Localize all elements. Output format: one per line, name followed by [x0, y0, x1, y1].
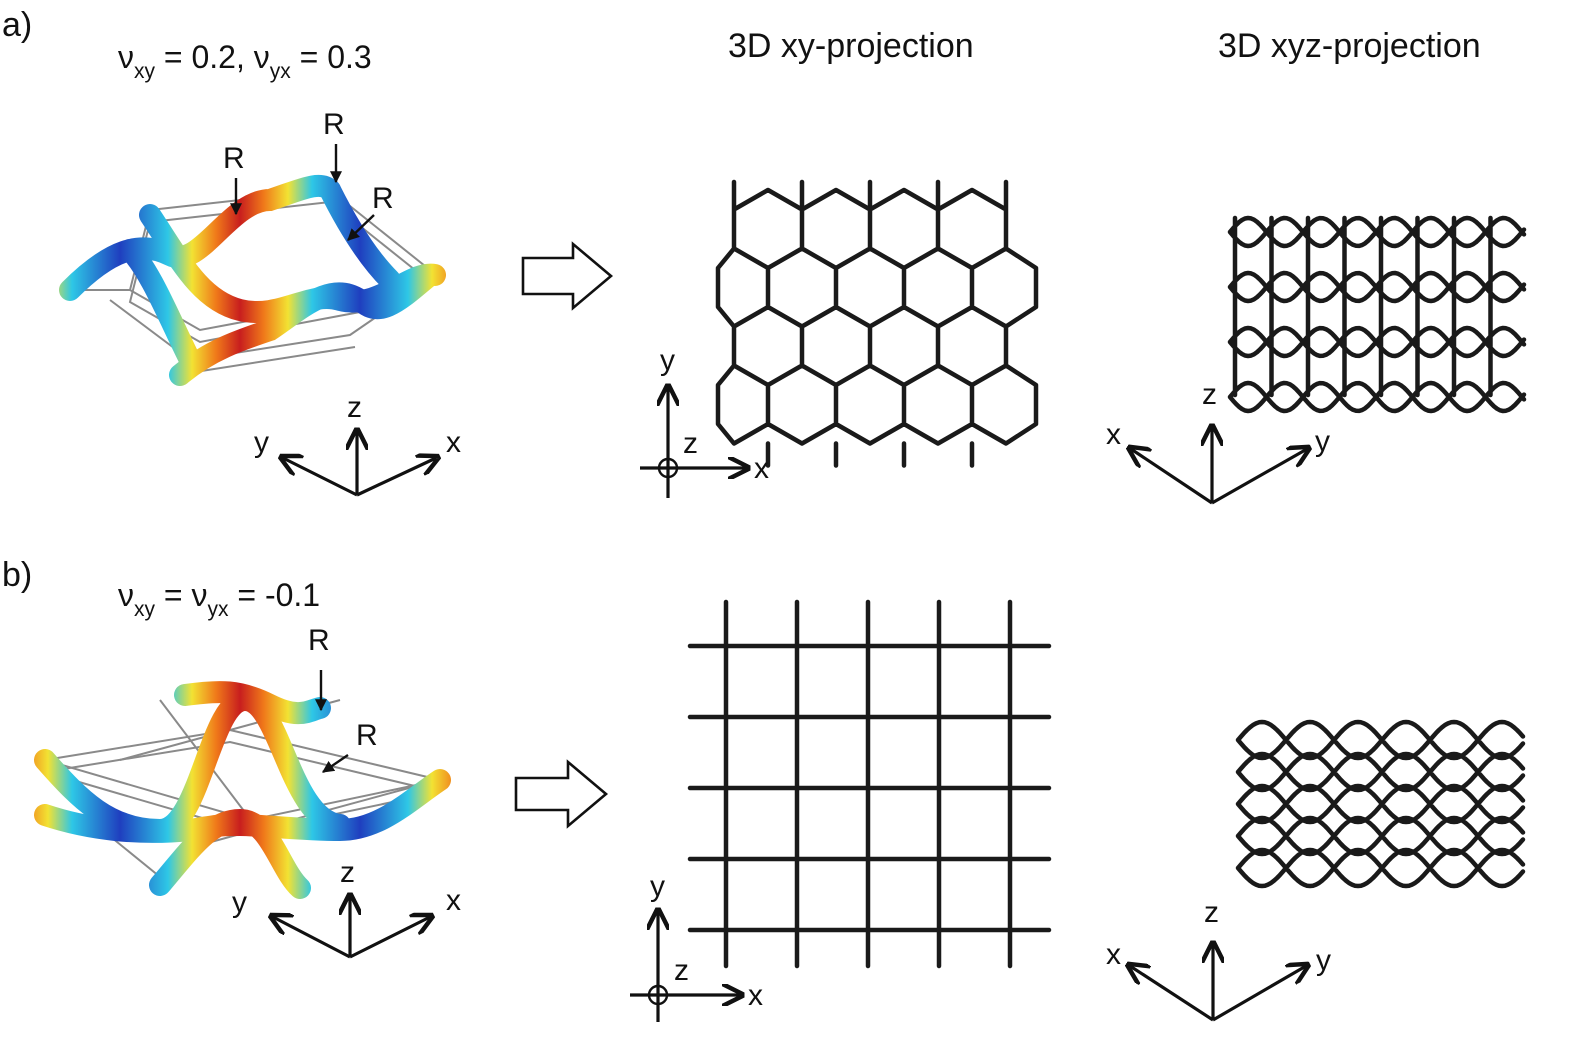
axes-3d-b-x: x	[446, 884, 461, 917]
axes-3d-a-y: y	[254, 426, 269, 459]
xy-axes-a: y z x	[640, 344, 769, 498]
xy-axes-a-z: z	[683, 427, 698, 460]
axes-3d-b: z y x	[232, 856, 461, 959]
xyz-axes-b-z: z	[1204, 896, 1219, 929]
panel-b: b) νxy = νyx = -0.1 R R z y x	[2, 556, 1526, 1022]
axes-3d-b-y: y	[232, 886, 247, 919]
helical-beam-a-4	[119, 179, 401, 371]
xyz-axes-a-z: z	[1202, 378, 1217, 411]
xy-projection-square-lattice	[687, 599, 1052, 969]
header-xy-projection: 3D xy-projection	[728, 27, 974, 65]
hollow-right-arrow-icon	[514, 759, 609, 829]
xy-axes-a-x: x	[754, 452, 769, 485]
xy-axes-b: y z x	[630, 870, 763, 1022]
xy-axes-b-z: z	[674, 954, 689, 987]
wireframe-b	[44, 689, 441, 886]
xyz-projection-a-wave-lattice	[1227, 215, 1527, 414]
square-lattice-lines	[687, 599, 1052, 969]
xy-axes-b-x: x	[748, 979, 763, 1012]
xyz-axes-b: z x y	[1106, 896, 1331, 1022]
r-marker-a-2: R	[323, 108, 345, 141]
sinusoidal-beam-b-2	[174, 681, 331, 725]
r-marker-a-1: R	[223, 142, 245, 175]
xyz-axes-a-y: y	[1315, 425, 1330, 458]
panel-a-poisson-ratio: νxy = 0.2, νyx = 0.3	[118, 39, 372, 83]
r-marker-b-1: R	[308, 624, 330, 657]
unit-cell-a	[59, 174, 446, 386]
panel-b-poisson-ratio: νxy = νyx = -0.1	[118, 577, 320, 621]
helical-beam-a-3	[169, 264, 441, 386]
panel-a-label: a)	[2, 6, 32, 44]
xyz-axes-b-y: y	[1316, 944, 1331, 977]
axes-3d-a: z y x	[254, 391, 461, 497]
r-marker-b-2: R	[356, 719, 378, 752]
xy-projection-hexagon-lattice	[715, 179, 1039, 468]
wave-lattice-a-lines	[1227, 215, 1527, 414]
xy-axes-b-y: y	[650, 870, 665, 903]
xyz-axes-a: z x y	[1106, 378, 1330, 505]
r-marker-a-3: R	[372, 182, 394, 215]
wave-lattice-b-lines	[1235, 719, 1526, 889]
hollow-right-arrow-icon	[521, 241, 614, 311]
xy-axes-a-y: y	[660, 344, 675, 377]
xyz-projection-b-wave-lattice	[1235, 719, 1526, 889]
axes-3d-b-z: z	[340, 856, 355, 889]
panel-a: a) νxy = 0.2, νyx = 0.3 3D xy-projection…	[2, 6, 1527, 505]
xyz-axes-b-x: x	[1106, 938, 1121, 971]
axes-3d-a-z: z	[347, 391, 362, 424]
sinusoidal-beam-b-1	[34, 688, 351, 842]
sinusoidal-beam-b-4	[149, 808, 311, 899]
circle-cross-icon	[647, 984, 669, 1006]
header-xyz-projection: 3D xyz-projection	[1218, 27, 1481, 65]
axes-3d-a-x: x	[446, 426, 461, 459]
hexagon-lattice-lines	[715, 179, 1039, 468]
xyz-axes-a-x: x	[1106, 418, 1121, 451]
circle-cross-icon	[657, 457, 679, 479]
unit-cell-b	[34, 681, 451, 899]
panel-b-label: b)	[2, 556, 32, 594]
